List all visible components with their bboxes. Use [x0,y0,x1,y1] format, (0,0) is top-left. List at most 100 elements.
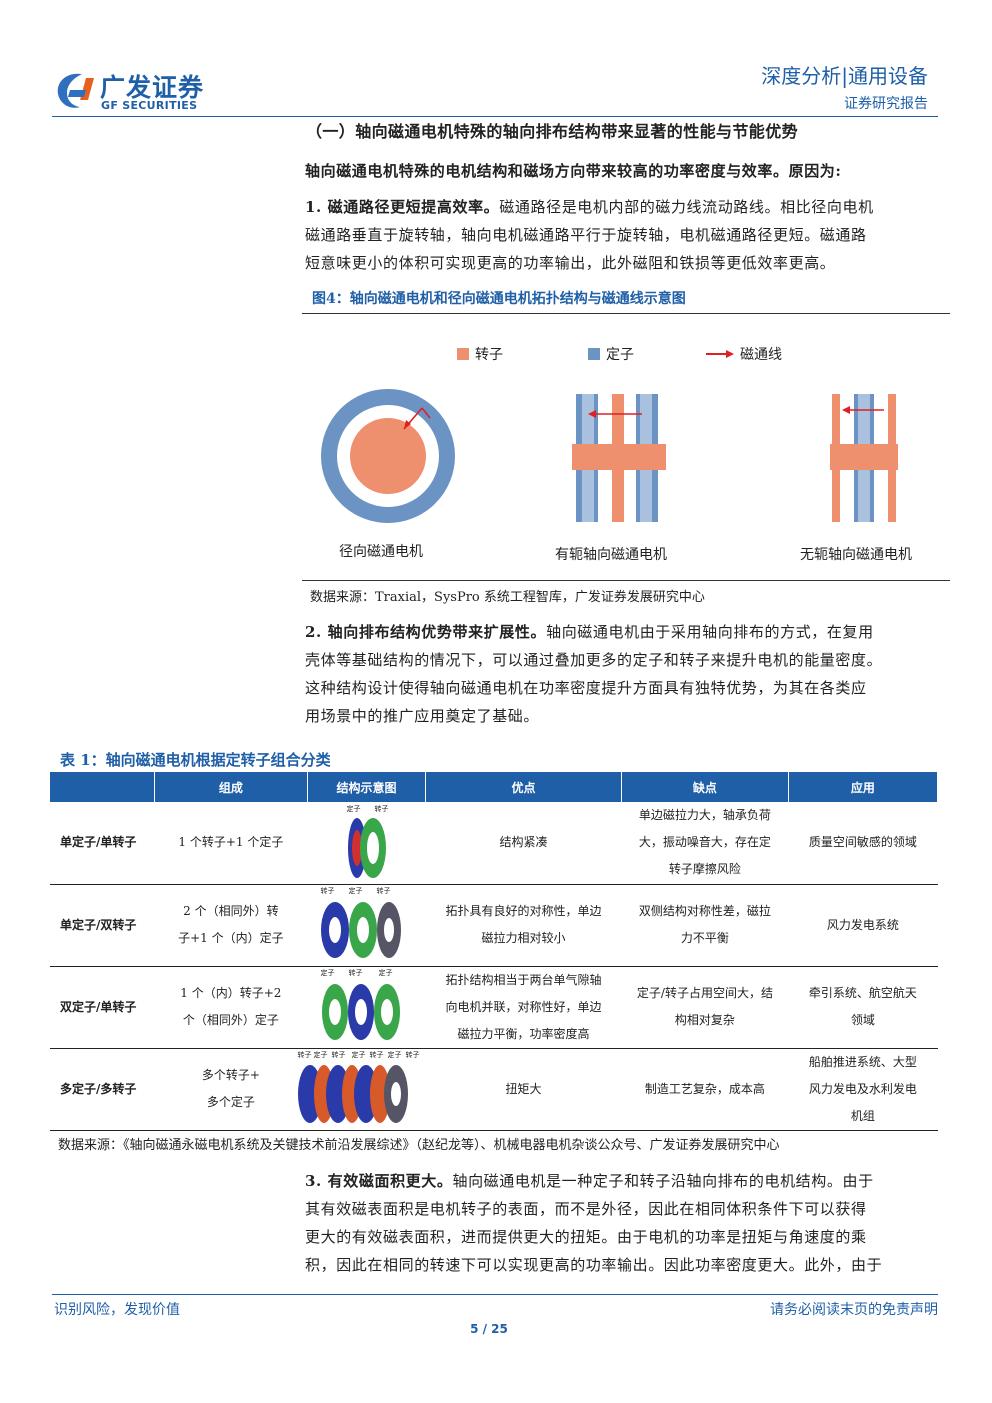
stator-swatch-icon [588,348,600,360]
row-category: 多定子/多转子 [50,1048,155,1131]
point2-paragraph: 2. 轴向排布结构优势带来扩展性。轴向磁通电机由于采用轴向排布的方式，在复用 壳… [305,618,945,730]
legend-rotor-label: 转子 [475,347,503,363]
table-header-cell: 结构示意图 [307,772,427,802]
figure4-title: 图4：轴向磁通电机和径向磁通电机拓扑结构与磁通线示意图 [312,291,686,307]
row-application: 风力发电系统 [788,884,938,967]
row-application: 船舶推进系统、大型 风力发电及水利发电 机组 [788,1048,938,1131]
pros-line: 结构紧凑 [499,835,548,850]
row-cons: 单边磁拉力大，轴承负荷 大，振动噪音大，存在定 转子摩擦风险 [621,802,789,885]
point2-line1: 轴向磁通电机由于采用轴向排布的方式，在复用 [546,623,874,641]
row-pros: 结构紧凑 [425,802,622,885]
cons-line: 转子摩擦风险 [668,862,741,877]
cons-line: 力不平衡 [680,931,729,945]
point3-line3: 更大的有效磁表面积，进而提供更大的扭矩。由于电机的功率是扭矩与角速度的乘 [305,1228,867,1246]
cons-line: 大，振动噪音大，存在定 [638,835,771,850]
row-cons: 定子/转子占用空间大，结 构相对复杂 [621,966,789,1049]
point1-lead: 1. 磁通路径更短提高效率。 [305,198,500,216]
point1-line3: 短意味更小的体积可实现更高的功率输出，此外磁阻和铁损等更低效率更高。 [305,254,836,272]
section-title: （一）轴向磁通电机特殊的轴向排布结构带来显著的性能与节能优势 [306,122,799,141]
yokeless-axial-motor-diagram [830,394,898,522]
single-stator-double-rotor-icon [320,902,401,958]
radial-motor-diagram [321,389,455,523]
figure4-top-rule [302,313,950,314]
image-label: 定子 [351,1051,366,1059]
application-line: 船舶推进系统、大型 [808,1054,917,1069]
point3-line4: 积，因此在相同的转速下可以实现更高的功率输出。因此功率密度更大。此外，由于 [305,1256,883,1274]
table-header-cell [50,772,155,802]
table-header-cell: 优点 [425,772,623,802]
pros-line: 向电机并联，对称性好，单边 [445,999,602,1014]
table-header-row: 组成 结构示意图 优点 缺点 应用 [50,772,939,802]
table-row: 单定子/单转子 1 个转子+1 个定子 定子 转子 结构紧凑 单边磁拉力大，轴承… [50,802,938,885]
row-composition: 2 个（相同外）转 子+1 个（内）定子 [154,884,308,967]
application-line: 牵引系统、航空航天 [808,986,917,1000]
composition-line: 1 个转子+1 个定子 [178,835,284,850]
point1-line1: 磁通路径是电机内部的磁力线流动路线。相比径向电机 [499,198,874,216]
image-label: 转子 [405,1051,420,1059]
table1-title: 表 1：轴向磁通电机根据定转子组合分类 [60,751,331,769]
rotor-swatch-icon [457,348,469,360]
row-composition: 多个转子+ 多个定子 [154,1048,308,1131]
report-type: 证券研究报告 [844,96,928,112]
point2-lead: 2. 轴向排布结构优势带来扩展性。 [305,623,547,641]
label-radial-motor: 径向磁通电机 [339,544,423,560]
image-label: 定子 [348,887,363,895]
row-category: 单定子/单转子 [50,802,155,885]
figure4-source: 数据来源：Traxial，SysPro 系统工程智库，广发证券发展研究中心 [310,590,705,605]
composition-line: 多个转子+ [201,1068,260,1082]
row-structure-image: 定子 转子 定子 [307,966,426,1049]
pros-line: 磁拉力相对较小 [481,931,566,945]
image-label: 转子 [348,969,363,977]
pros-line: 扭矩大 [505,1081,542,1096]
application-line: 机组 [850,1108,875,1123]
application-line: 领域 [850,1013,875,1027]
pros-line: 拓扑具有良好的对称性，单边 [445,904,602,918]
point2-line4: 用场景中的推广应用奠定了基础。 [305,707,540,725]
table-row: 单定子/双转子 2 个（相同外）转 子+1 个（内）定子 转子 定子 转子 [50,884,938,967]
point3-paragraph: 3. 有效磁面积更大。轴向磁通电机是一种定子和转子沿轴向排布的电机结构。由于 其… [305,1167,945,1279]
row-composition: 1 个（内）转子+2 个（相同外）定子 [154,966,308,1049]
figure4-bottom-rule [302,580,950,581]
application-line: 质量空间敏感的领域 [808,835,917,850]
page-number: 5 / 25 [470,1322,508,1336]
row-structure-image: 转子 定子 转子 [307,884,426,967]
point1-paragraph: 1. 磁通路径更短提高效率。磁通路径是电机内部的磁力线流动路线。相比径向电机 磁… [305,193,945,277]
row-pros: 拓扑结构相当于两台单气隙轴 向电机并联，对称性好，单边 磁拉力平衡，功率密度高 [425,966,622,1049]
table-row: 双定子/单转子 1 个（内）转子+2 个（相同外）定子 定子 转子 定子 [50,966,938,1049]
report-category: 深度分析|通用设备 [761,64,928,88]
cons-line: 制造工艺复杂，成本高 [644,1081,765,1096]
image-label: 定子 [313,1051,328,1059]
legend-flux-label: 磁通线 [740,347,782,363]
table-header-cell: 组成 [154,772,309,802]
row-pros: 扭矩大 [425,1048,622,1131]
table-header-cell: 缺点 [621,772,789,802]
composition-line: 子+1 个（内）定子 [178,931,284,945]
brand-name-en: GF SECURITIES [101,99,198,112]
flux-arrow-icon [706,350,734,358]
point3-lead: 3. 有效磁面积更大。 [305,1172,453,1190]
row-category: 双定子/单转子 [50,966,155,1049]
footer-disclaimer: 请务必阅读末页的免责声明 [770,1302,938,1318]
image-label: 定子 [378,969,393,977]
row-structure-image: 定子 转子 [307,802,426,885]
composition-line: 1 个（内）转子+2 [180,986,282,1000]
point3-line1: 轴向磁通电机是一种定子和转子沿轴向排布的电机结构。由于 [452,1172,874,1190]
row-application: 牵引系统、航空航天 领域 [788,966,938,1049]
row-pros: 拓扑具有良好的对称性，单边 磁拉力相对较小 [425,884,622,967]
row-cons: 双侧结构对称性差，磁拉 力不平衡 [621,884,789,967]
multi-stator-multi-rotor-icon [297,1065,408,1123]
point1-line2: 磁通路垂直于旋转轴，轴向电机磁通路平行于旋转轴，电机磁通路径更短。磁通路 [305,226,867,244]
section-intro: 轴向磁通电机特殊的电机结构和磁场方向带来较高的功率密度与效率。原因为: [305,162,842,180]
footer-slogan: 识别风险，发现价值 [54,1302,180,1318]
image-label: 转子 [374,804,389,813]
brand-name-cn: 广发证券 [100,73,205,102]
table-header-cell: 应用 [788,772,939,802]
cons-line: 构相对复杂 [674,1013,735,1027]
row-cons: 制造工艺复杂，成本高 [621,1048,789,1131]
image-label: 转子 [331,1051,346,1059]
image-label: 定子 [320,969,335,977]
label-yokeless-axial-motor: 无轭轴向磁通电机 [800,547,912,563]
single-stator-single-rotor-icon [347,817,386,878]
header-divider [52,116,938,117]
table-row: 多定子/多转子 多个转子+ 多个定子 转子 定子 转子 定子 转子 定子 转子 [50,1048,938,1131]
